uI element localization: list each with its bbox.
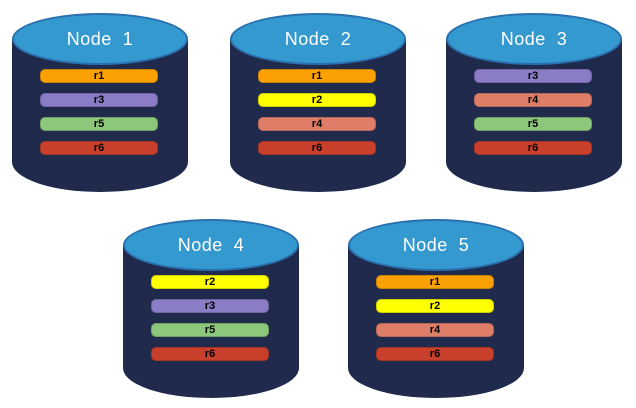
replica-label: r3 bbox=[204, 299, 216, 312]
node-title: Node 1 bbox=[66, 28, 134, 49]
replica-label: r2 bbox=[311, 93, 323, 106]
replica-label: r5 bbox=[204, 323, 216, 336]
replica-label: r1 bbox=[429, 275, 441, 288]
cylinder-top bbox=[12, 13, 188, 65]
replica-label: r6 bbox=[429, 347, 441, 360]
replica-bar: r5 bbox=[474, 117, 592, 131]
replica-label: r6 bbox=[311, 141, 323, 154]
replica-label: r4 bbox=[527, 93, 539, 106]
replica-label: r5 bbox=[93, 117, 105, 130]
cylinder-top bbox=[348, 219, 524, 271]
replica-bar: r4 bbox=[376, 323, 494, 337]
replica-label: r1 bbox=[93, 69, 105, 82]
replica-label: r3 bbox=[93, 93, 105, 106]
replica-bar: r2 bbox=[151, 275, 269, 289]
node-title: Node 3 bbox=[500, 28, 568, 49]
cylinder-top bbox=[230, 13, 406, 65]
replica-label: r2 bbox=[204, 275, 216, 288]
node-title: Node 2 bbox=[284, 28, 352, 49]
node-3: Node 3 r3 r4 r5 r6 bbox=[446, 13, 622, 192]
replica-label: r6 bbox=[527, 141, 539, 154]
replica-bar: r4 bbox=[258, 117, 376, 131]
node-title: Node 5 bbox=[402, 234, 470, 255]
node-1: Node 1 r1 r3 r5 r6 bbox=[12, 13, 188, 192]
replica-bar: r6 bbox=[376, 347, 494, 361]
replica-bar: r6 bbox=[474, 141, 592, 155]
replica-label: r1 bbox=[311, 69, 323, 82]
replica-bar: r3 bbox=[40, 93, 158, 107]
replica-bar: r3 bbox=[151, 299, 269, 313]
replica-bar: r5 bbox=[151, 323, 269, 337]
replica-bar: r6 bbox=[40, 141, 158, 155]
replica-bar: r1 bbox=[40, 69, 158, 83]
replica-bar: r6 bbox=[151, 347, 269, 361]
node-title: Node 4 bbox=[177, 234, 245, 255]
replica-label: r4 bbox=[429, 323, 441, 336]
replica-label: r6 bbox=[204, 347, 216, 360]
replica-bar: r3 bbox=[474, 69, 592, 83]
node-5: Node 5 r1 r2 r4 r6 bbox=[348, 219, 524, 398]
replica-bar: r1 bbox=[258, 69, 376, 83]
replica-bar: r5 bbox=[40, 117, 158, 131]
replica-label: r4 bbox=[311, 117, 323, 130]
node-2: Node 2 r1 r2 r4 r6 bbox=[230, 13, 406, 192]
replica-bar: r6 bbox=[258, 141, 376, 155]
replica-label: r2 bbox=[429, 299, 441, 312]
replica-bar: r1 bbox=[376, 275, 494, 289]
replica-label: r5 bbox=[527, 117, 539, 130]
node-4: Node 4 r2 r3 r5 r6 bbox=[123, 219, 299, 398]
replica-bar: r4 bbox=[474, 93, 592, 107]
replica-bar: r2 bbox=[376, 299, 494, 313]
cylinder-top bbox=[123, 219, 299, 271]
replica-label: r6 bbox=[93, 141, 105, 154]
replica-label: r3 bbox=[527, 69, 539, 82]
cylinder-top bbox=[446, 13, 622, 65]
replica-bar: r2 bbox=[258, 93, 376, 107]
